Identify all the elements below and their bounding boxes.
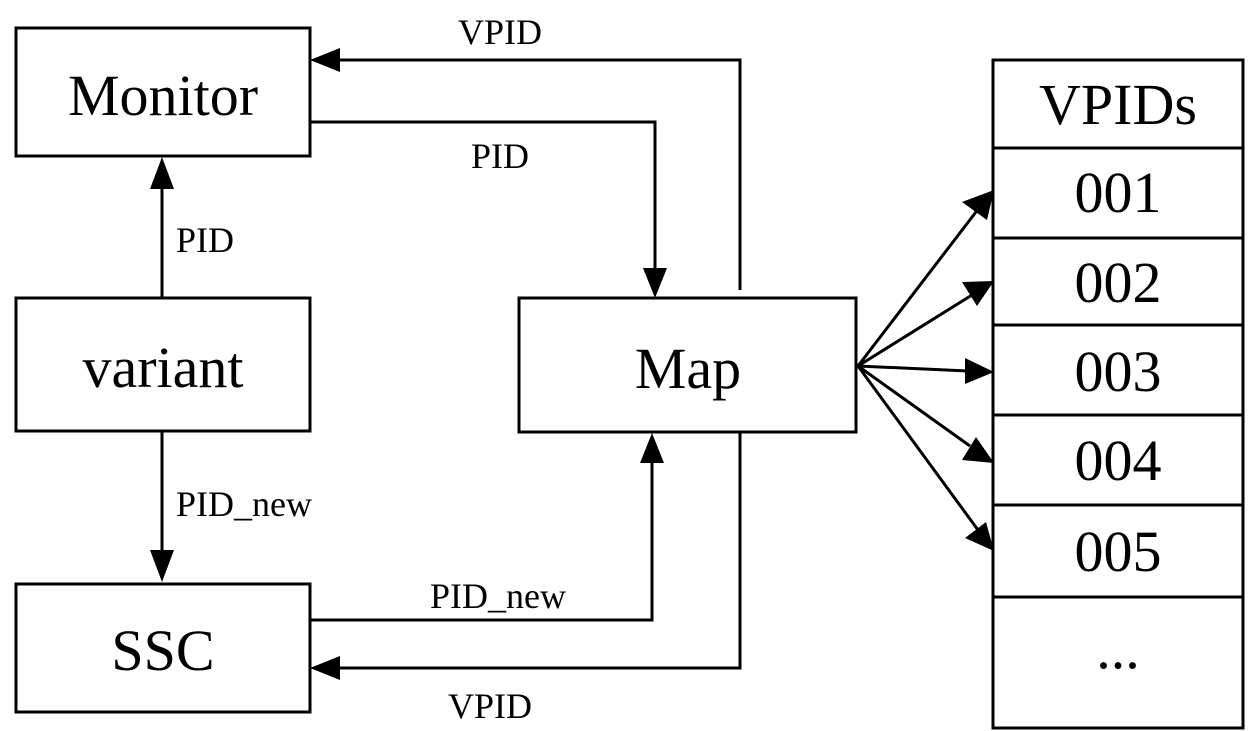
edge-map-to-vpid-003 bbox=[857, 364, 969, 373]
arrowhead-map-pid-new bbox=[640, 433, 664, 463]
edge-map-to-ssc bbox=[332, 432, 742, 670]
edge-map-to-vpid-001 bbox=[856, 207, 981, 367]
ssc-label: SSC bbox=[111, 618, 214, 683]
vpid-row-label: 002 bbox=[1075, 250, 1162, 315]
arrowhead-ssc-pid-new bbox=[150, 550, 174, 582]
map-label: Map bbox=[635, 336, 741, 401]
vpid-row-label: ... bbox=[1096, 616, 1140, 681]
edge-label-variant-to-monitor: PID bbox=[176, 220, 234, 260]
edge-map-to-vpid-002 bbox=[857, 293, 973, 368]
vpid-row-label: 004 bbox=[1075, 428, 1162, 493]
monitor-box bbox=[14, 26, 312, 158]
edge-label-monitor-to-map: PID bbox=[471, 136, 529, 176]
variant-label: variant bbox=[82, 335, 243, 400]
vpid-row-label: 001 bbox=[1075, 160, 1162, 225]
vpid-row-cell bbox=[991, 413, 1245, 507]
arrowhead-monitor-pid bbox=[150, 157, 174, 189]
vpid-row-cell bbox=[991, 236, 1245, 327]
vpid-row-cell bbox=[991, 595, 1245, 730]
map-box bbox=[517, 296, 858, 434]
ssc-box bbox=[14, 582, 312, 714]
vpid-row-cell bbox=[991, 323, 1245, 417]
edge-label-map-to-ssc: VPID bbox=[448, 686, 532, 726]
arrowhead-vpid-003 bbox=[965, 358, 994, 384]
vpid-table-header-cell bbox=[991, 58, 1245, 150]
edge-monitor-to-map bbox=[310, 120, 657, 276]
arrowhead-monitor-vpid bbox=[310, 48, 340, 72]
map-to-vpid-arrows bbox=[856, 190, 994, 551]
edge-ssc-to-map bbox=[310, 456, 654, 622]
monitor-label: Monitor bbox=[68, 63, 258, 128]
edge-map-to-vpid-005 bbox=[856, 365, 980, 531]
arrowhead-ssc-vpid bbox=[310, 656, 340, 680]
edge-label-variant-to-ssc: PID_new bbox=[176, 484, 312, 524]
arrowhead-map-pid bbox=[643, 268, 667, 298]
vpid-table: VPIDs 001 002 003 004 005 ... bbox=[991, 58, 1245, 730]
variant-box bbox=[14, 296, 312, 433]
vpid-table-header: VPIDs bbox=[1039, 72, 1197, 137]
edge-map-to-vpid-004 bbox=[857, 364, 971, 448]
vpid-row-cell bbox=[991, 503, 1245, 599]
vpid-row-label: 003 bbox=[1075, 339, 1162, 404]
edge-map-to-monitor bbox=[332, 58, 742, 290]
edge-label-ssc-to-map: PID_new bbox=[430, 576, 566, 616]
arrowhead-vpid-004 bbox=[962, 437, 994, 463]
arrowhead-vpid-005 bbox=[965, 522, 994, 551]
edge-label-map-to-monitor: VPID bbox=[458, 12, 542, 52]
vpid-row-label: 005 bbox=[1075, 519, 1162, 584]
arrowhead-vpid-001 bbox=[962, 190, 994, 220]
arrowhead-vpid-002 bbox=[962, 281, 994, 306]
